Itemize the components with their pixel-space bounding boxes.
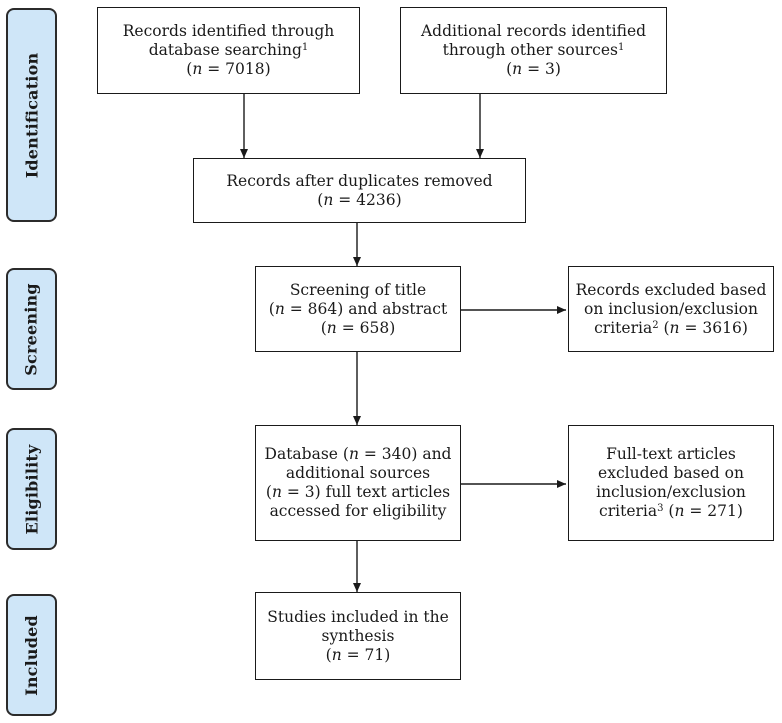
phase-eligibility: Eligibility (6, 428, 57, 550)
eligibility-line4: accessed for eligibility (269, 502, 447, 520)
screening-line1: Screening of title (289, 280, 427, 299)
fulltext-excluded-footnote: 3 (657, 503, 664, 514)
included-line2: synthesis (321, 626, 395, 645)
fulltext-excluded-line1: Full-text articles (606, 445, 736, 463)
other-sources-footnote: 1 (617, 42, 625, 53)
duplicates-count: (n = 4236) (317, 190, 402, 209)
database-count: (n = 7018) (186, 60, 271, 78)
fulltext-excluded-line3: inclusion/exclusion (596, 483, 746, 501)
duplicates-line1: Records after duplicates removed (226, 171, 493, 190)
eligibility-line2: additional sources (285, 464, 431, 482)
eligibility-line3: (n = 3) full text articles (265, 483, 451, 501)
database-footnote: 1 (301, 42, 309, 53)
records-excluded-line2: on inclusion/exclusion (583, 299, 758, 318)
database-line1: Records identified through (122, 22, 335, 40)
box-records-excluded: Records excluded based on inclusion/excl… (568, 266, 774, 352)
records-excluded-line1: Records excluded based (575, 280, 767, 299)
box-database-records: Records identified through database sear… (97, 7, 360, 94)
other-sources-line2: through other sources (442, 41, 618, 59)
other-sources-count: (n = 3) (506, 60, 561, 78)
fulltext-excluded-line2: excluded based on (598, 464, 744, 482)
database-line2: database searching (148, 41, 302, 59)
box-included: Studies included in the synthesis (n = 7… (255, 592, 461, 680)
other-sources-line1: Additional records identified (420, 22, 647, 40)
box-duplicates-removed: Records after duplicates removed (n = 42… (193, 158, 526, 223)
eligibility-line1: Database (n = 340) and (264, 445, 452, 463)
box-other-sources: Additional records identified through ot… (400, 7, 667, 94)
records-excluded-line3: criteria2 (n = 3616) (594, 318, 748, 337)
box-screening: Screening of title (n = 864) and abstrac… (255, 266, 461, 352)
phase-identification: Identification (6, 8, 57, 222)
screening-count: (n = 658) (320, 318, 396, 337)
fulltext-excluded-line4: criteria3 (n = 271) (599, 502, 743, 520)
included-count: (n = 71) (325, 645, 391, 664)
box-eligibility: Database (n = 340) and additional source… (255, 425, 461, 541)
phase-screening: Screening (6, 268, 57, 390)
records-excluded-footnote: 2 (652, 319, 659, 331)
box-fulltext-excluded: Full-text articles excluded based on inc… (568, 425, 774, 541)
phase-included: Included (6, 594, 57, 716)
screening-line2: (n = 864) and abstract (268, 299, 448, 318)
included-line1: Studies included in the (267, 607, 449, 626)
